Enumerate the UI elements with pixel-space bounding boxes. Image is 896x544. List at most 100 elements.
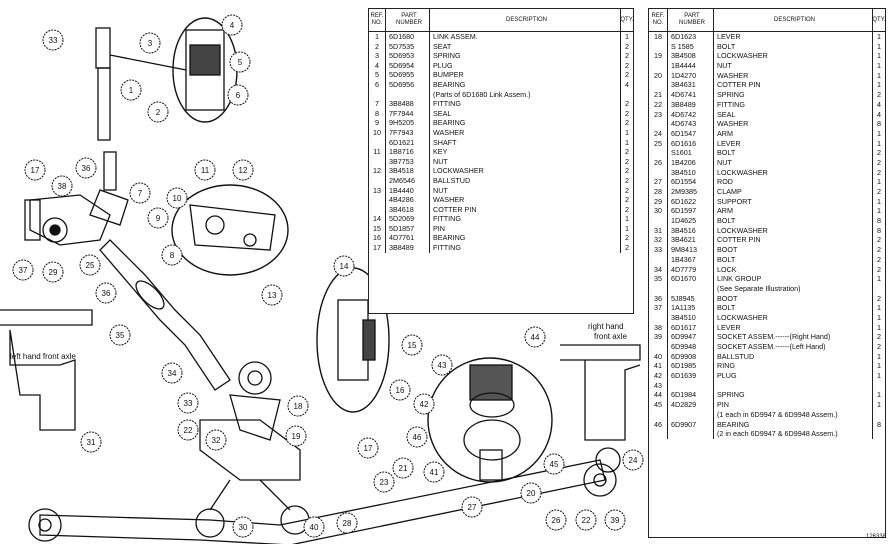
cell-desc: NUT: [430, 156, 621, 167]
svg-text:7: 7: [138, 189, 143, 198]
cell-qty: 2: [877, 332, 881, 342]
cell-qty: 1: [625, 214, 629, 224]
cell-desc: NUT: [430, 185, 621, 196]
link-tube-lower: [97, 67, 111, 141]
cell-desc: (1 each in 6D9947 & 6D9948 Assem.): [714, 409, 873, 420]
cell-ref: 18: [649, 32, 668, 42]
cell-desc: LEVER: [714, 322, 873, 333]
callout-28: 28: [336, 512, 358, 534]
cell-part: 6D1617: [668, 322, 714, 333]
cell-qty: 1: [877, 51, 881, 61]
cell-qty: 2: [625, 233, 629, 243]
cell-desc: SEAL: [714, 109, 873, 120]
cell-ref: 21: [649, 90, 668, 100]
cell-ref: [649, 148, 668, 158]
callout-42: 42: [413, 393, 435, 415]
cell-ref: 42: [649, 371, 668, 381]
cell-qty: 1: [877, 351, 881, 361]
header-part: PART NUMBER: [668, 9, 714, 31]
cell-desc: SPRING: [714, 390, 873, 401]
cell-qty: 1: [877, 371, 881, 381]
cell-part: 3B4621: [668, 235, 714, 246]
cell-ref: 25: [649, 138, 668, 149]
cell-desc: BEARING: [430, 118, 621, 128]
svg-text:17: 17: [364, 444, 373, 453]
callout-25: 25: [79, 254, 101, 276]
cell-ref: 1: [369, 32, 386, 42]
svg-text:8: 8: [170, 251, 175, 260]
cell-ref: [649, 216, 668, 226]
callout-1: 1: [120, 79, 142, 101]
cell-part: 4D6742: [668, 109, 714, 120]
svg-text:33: 33: [49, 36, 58, 45]
cell-ref: [649, 119, 668, 129]
cell-desc: LEVER: [714, 32, 873, 42]
svg-text:36: 36: [102, 289, 111, 298]
cell-ref: 8: [369, 108, 386, 119]
svg-text:9: 9: [156, 214, 161, 223]
callout-41: 41: [423, 461, 445, 483]
cell-part: 6D1616: [668, 138, 714, 149]
callout-27: 27: [461, 496, 483, 518]
callout-22a: 22: [177, 419, 199, 441]
cell-ref: 3: [369, 51, 386, 61]
cell-qty: 2: [625, 204, 629, 214]
cell-part: 4D2829: [668, 400, 714, 410]
cell-part: 6D1547: [668, 128, 714, 139]
callout-36b: 36: [95, 282, 117, 304]
cell-desc: PLUG: [714, 371, 873, 381]
cell-part: S1601: [668, 148, 714, 158]
cell-part: 6D1985: [668, 361, 714, 372]
cell-part: 1D4625: [668, 216, 714, 226]
cell-desc: SHAFT: [430, 137, 621, 148]
cell-part: 6D9907: [668, 419, 714, 430]
cell-qty: 1: [877, 390, 881, 400]
cell-desc: BEARING: [714, 419, 873, 430]
cell-desc: WASHER: [430, 195, 621, 205]
cell-qty: 2: [877, 148, 881, 158]
cell-part: 5D6953: [386, 51, 430, 61]
callout-37: 37: [12, 259, 34, 281]
cell-desc: (Parts of 6D1680 Link Assem.): [430, 89, 621, 100]
cell-part: 2M9385: [668, 187, 714, 197]
cell-part: 1B4206: [668, 157, 714, 168]
callout-46: 46: [406, 426, 428, 448]
cell-ref: 24: [649, 128, 668, 139]
cell-qty: 1: [877, 80, 881, 90]
callout-29: 29: [42, 261, 64, 283]
cell-ref: [649, 167, 668, 178]
callout-12: 12: [232, 159, 254, 181]
callout-15: 15: [401, 334, 423, 356]
cell-qty: 2: [625, 41, 629, 51]
svg-text:26: 26: [552, 516, 561, 525]
callout-14: 14: [333, 255, 355, 277]
callout-24: 24: [622, 449, 644, 471]
svg-text:31: 31: [87, 438, 96, 447]
table-row: (Parts of 6D1680 Link Assem.): [369, 89, 633, 100]
svg-text:36: 36: [82, 164, 91, 173]
cell-ref: 34: [649, 264, 668, 275]
cell-part: 5D2069: [386, 214, 430, 224]
